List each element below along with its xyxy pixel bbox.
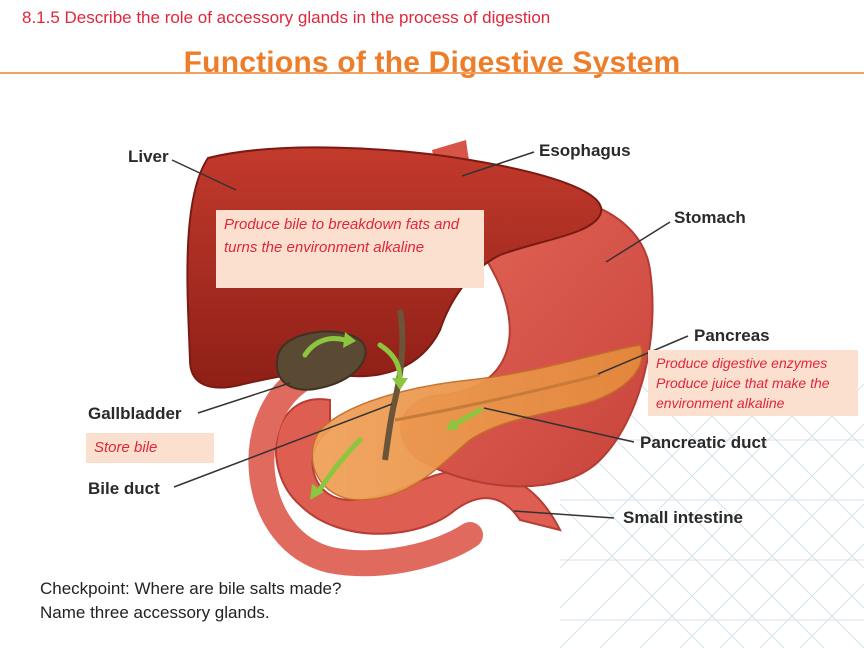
checkpoint-line-1: Checkpoint: Where are bile salts made?	[40, 579, 342, 598]
checkpoint-line-2: Name three accessory glands.	[40, 603, 270, 622]
leader-line-stomach	[605, 221, 671, 263]
leader-line-pancreatic-duct	[483, 407, 635, 443]
learning-objective: 8.1.5 Describe the role of accessory gla…	[22, 8, 551, 27]
small-intestine-shape	[275, 398, 562, 535]
leader-line-pancreas	[597, 335, 689, 375]
label-pancreatic-duct: Pancreatic duct	[640, 433, 767, 452]
leader-line-bile-duct	[173, 403, 393, 488]
flow-arrow	[315, 437, 363, 495]
note-pancreas-function: Produce digestive enzymes Produce juice …	[648, 350, 858, 416]
note-gallbladder-function: Store bile	[86, 433, 214, 463]
background-pattern	[560, 380, 864, 648]
flow-arrow	[452, 407, 483, 428]
note-liver-function: Produce bile to breakdown fats and turns…	[216, 210, 484, 288]
label-liver: Liver	[128, 147, 169, 166]
note-pancreas-line-1: Produce digestive enzymes	[656, 355, 828, 371]
leader-line-gallbladder	[197, 382, 291, 414]
flow-arrow	[302, 336, 348, 358]
title-underline	[0, 72, 864, 74]
label-bile-duct: Bile duct	[88, 479, 160, 498]
leader-line-small-intestine	[513, 510, 615, 519]
leader-line-esophagus	[461, 151, 535, 177]
label-esophagus: Esophagus	[539, 141, 631, 160]
leader-line-liver	[171, 159, 237, 191]
label-gallbladder: Gallbladder	[88, 404, 182, 423]
flow-arrow	[377, 342, 403, 383]
bile-duct-shape	[382, 309, 406, 461]
checkpoint-question: Checkpoint: Where are bile salts made? N…	[40, 577, 341, 625]
note-pancreas-line-2: Produce juice that make the environment …	[656, 375, 830, 411]
pancreatic-duct-shape	[394, 373, 601, 422]
label-pancreas: Pancreas	[694, 326, 770, 345]
label-stomach: Stomach	[674, 208, 746, 227]
label-small-intestine: Small intestine	[623, 508, 743, 527]
